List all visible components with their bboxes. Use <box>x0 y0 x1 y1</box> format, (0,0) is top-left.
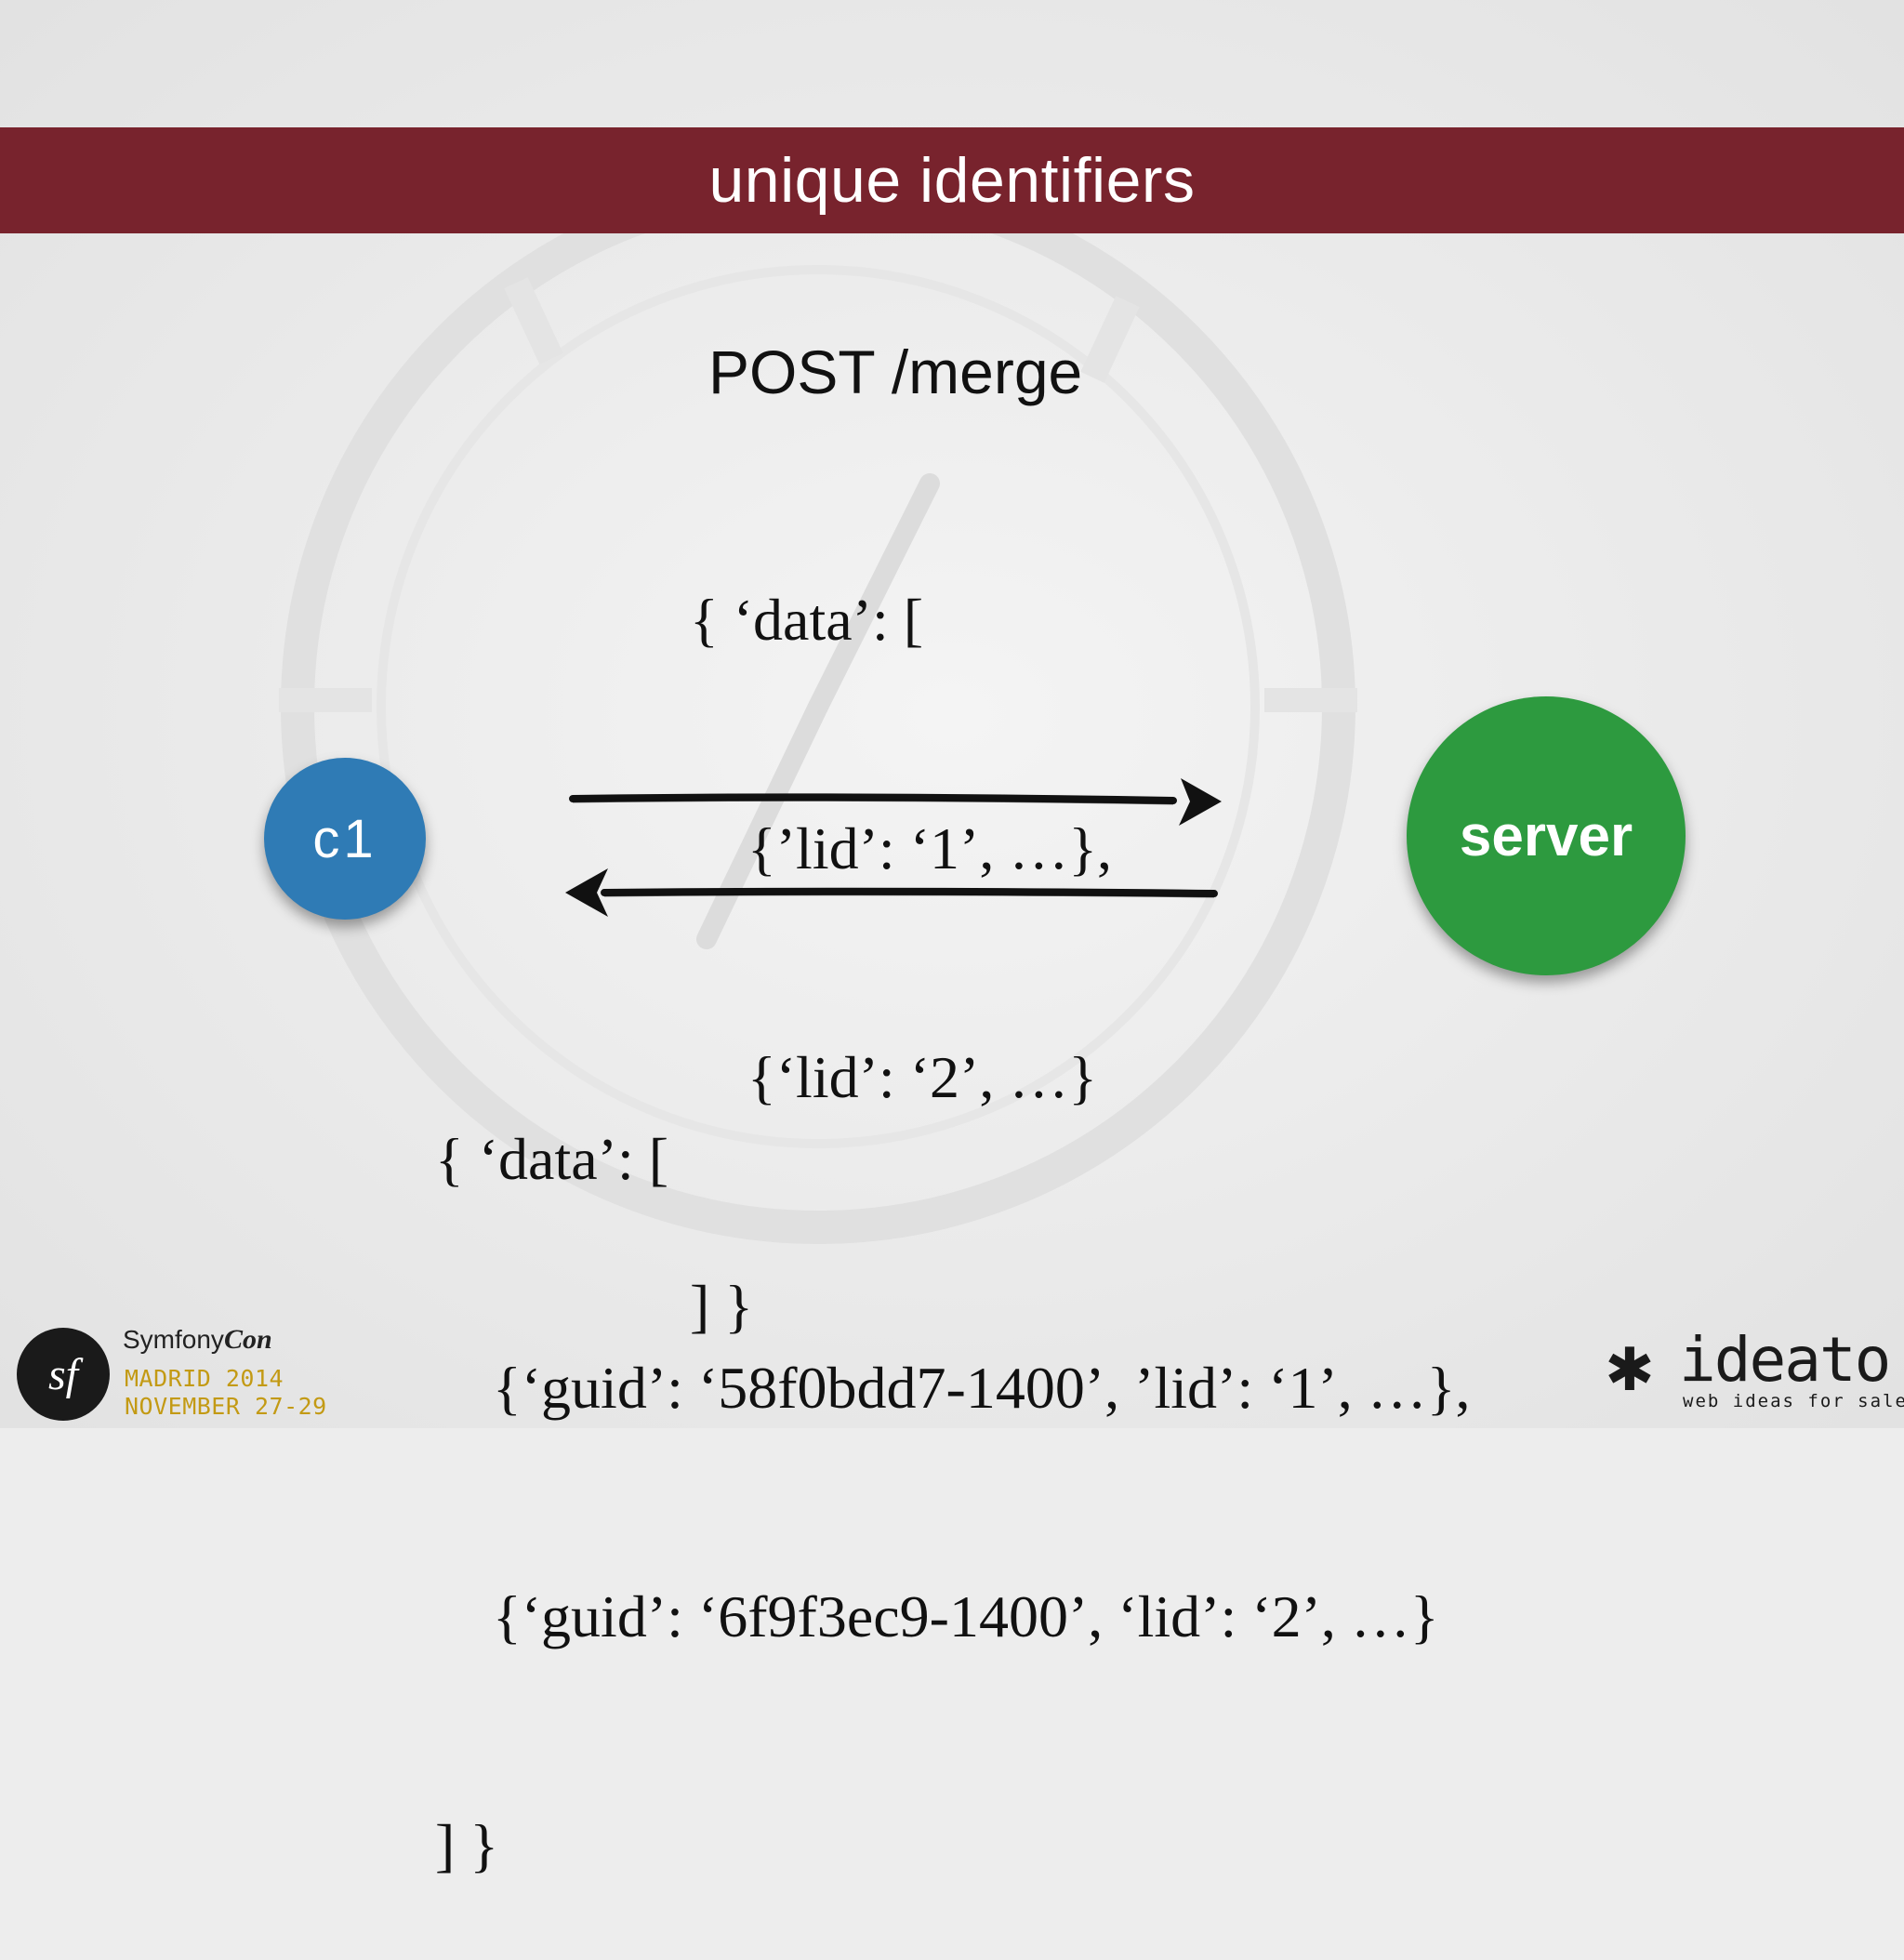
response-line: {‘guid’: ‘6f9f3ec9-1400’, ‘lid’: ‘2’, …} <box>493 1583 1439 1649</box>
symfonycon-logo: sf SymfonyCon MADRID 2014 NOVEMBER 27-29 <box>17 1324 326 1421</box>
request-line: {’lid’: ‘1’, …}, <box>747 815 1113 881</box>
request-line: {‘lid’: ‘2’, …} <box>747 1044 1098 1110</box>
request-line: ] } <box>690 1273 754 1339</box>
company-name: ideato <box>1679 1324 1891 1396</box>
ideato-logo: ✱ ideato web ideas for sale <box>1605 1324 1904 1419</box>
client-node: c1 <box>264 758 426 920</box>
request-label: POST /merge <box>708 338 1083 406</box>
response-payload: { ‘data’: [ {‘guid’: ‘58f0bdd7-1400’, ’l… <box>435 969 1470 1960</box>
title-bar: unique identifiers <box>0 127 1904 233</box>
asterisk-icon: ✱ <box>1605 1336 1655 1405</box>
response-line: { ‘data’: [ <box>435 1126 669 1192</box>
slide-title: unique identifiers <box>708 145 1196 216</box>
client-label: c1 <box>312 808 377 869</box>
conference-name-suffix: Con <box>223 1324 272 1355</box>
server-node: server <box>1407 696 1686 975</box>
symfony-sf-icon: sf <box>17 1328 110 1421</box>
conference-dates: NOVEMBER 27-29 <box>125 1393 327 1420</box>
request-line: { ‘data’: [ <box>690 587 924 653</box>
server-label: server <box>1459 803 1633 868</box>
request-payload: { ‘data’: [ {’lid’: ‘1’, …}, {‘lid’: ‘2’… <box>690 430 1112 1421</box>
conference-name-main: Symfony <box>123 1325 224 1354</box>
conference-city: MADRID 2014 <box>125 1365 284 1392</box>
conference-name: SymfonyCon <box>123 1324 272 1356</box>
company-tagline: web ideas for sale <box>1683 1391 1904 1411</box>
response-line: ] } <box>435 1812 499 1878</box>
response-line: {‘guid’: ‘58f0bdd7-1400’, ’lid’: ‘1’, …}… <box>493 1355 1471 1421</box>
